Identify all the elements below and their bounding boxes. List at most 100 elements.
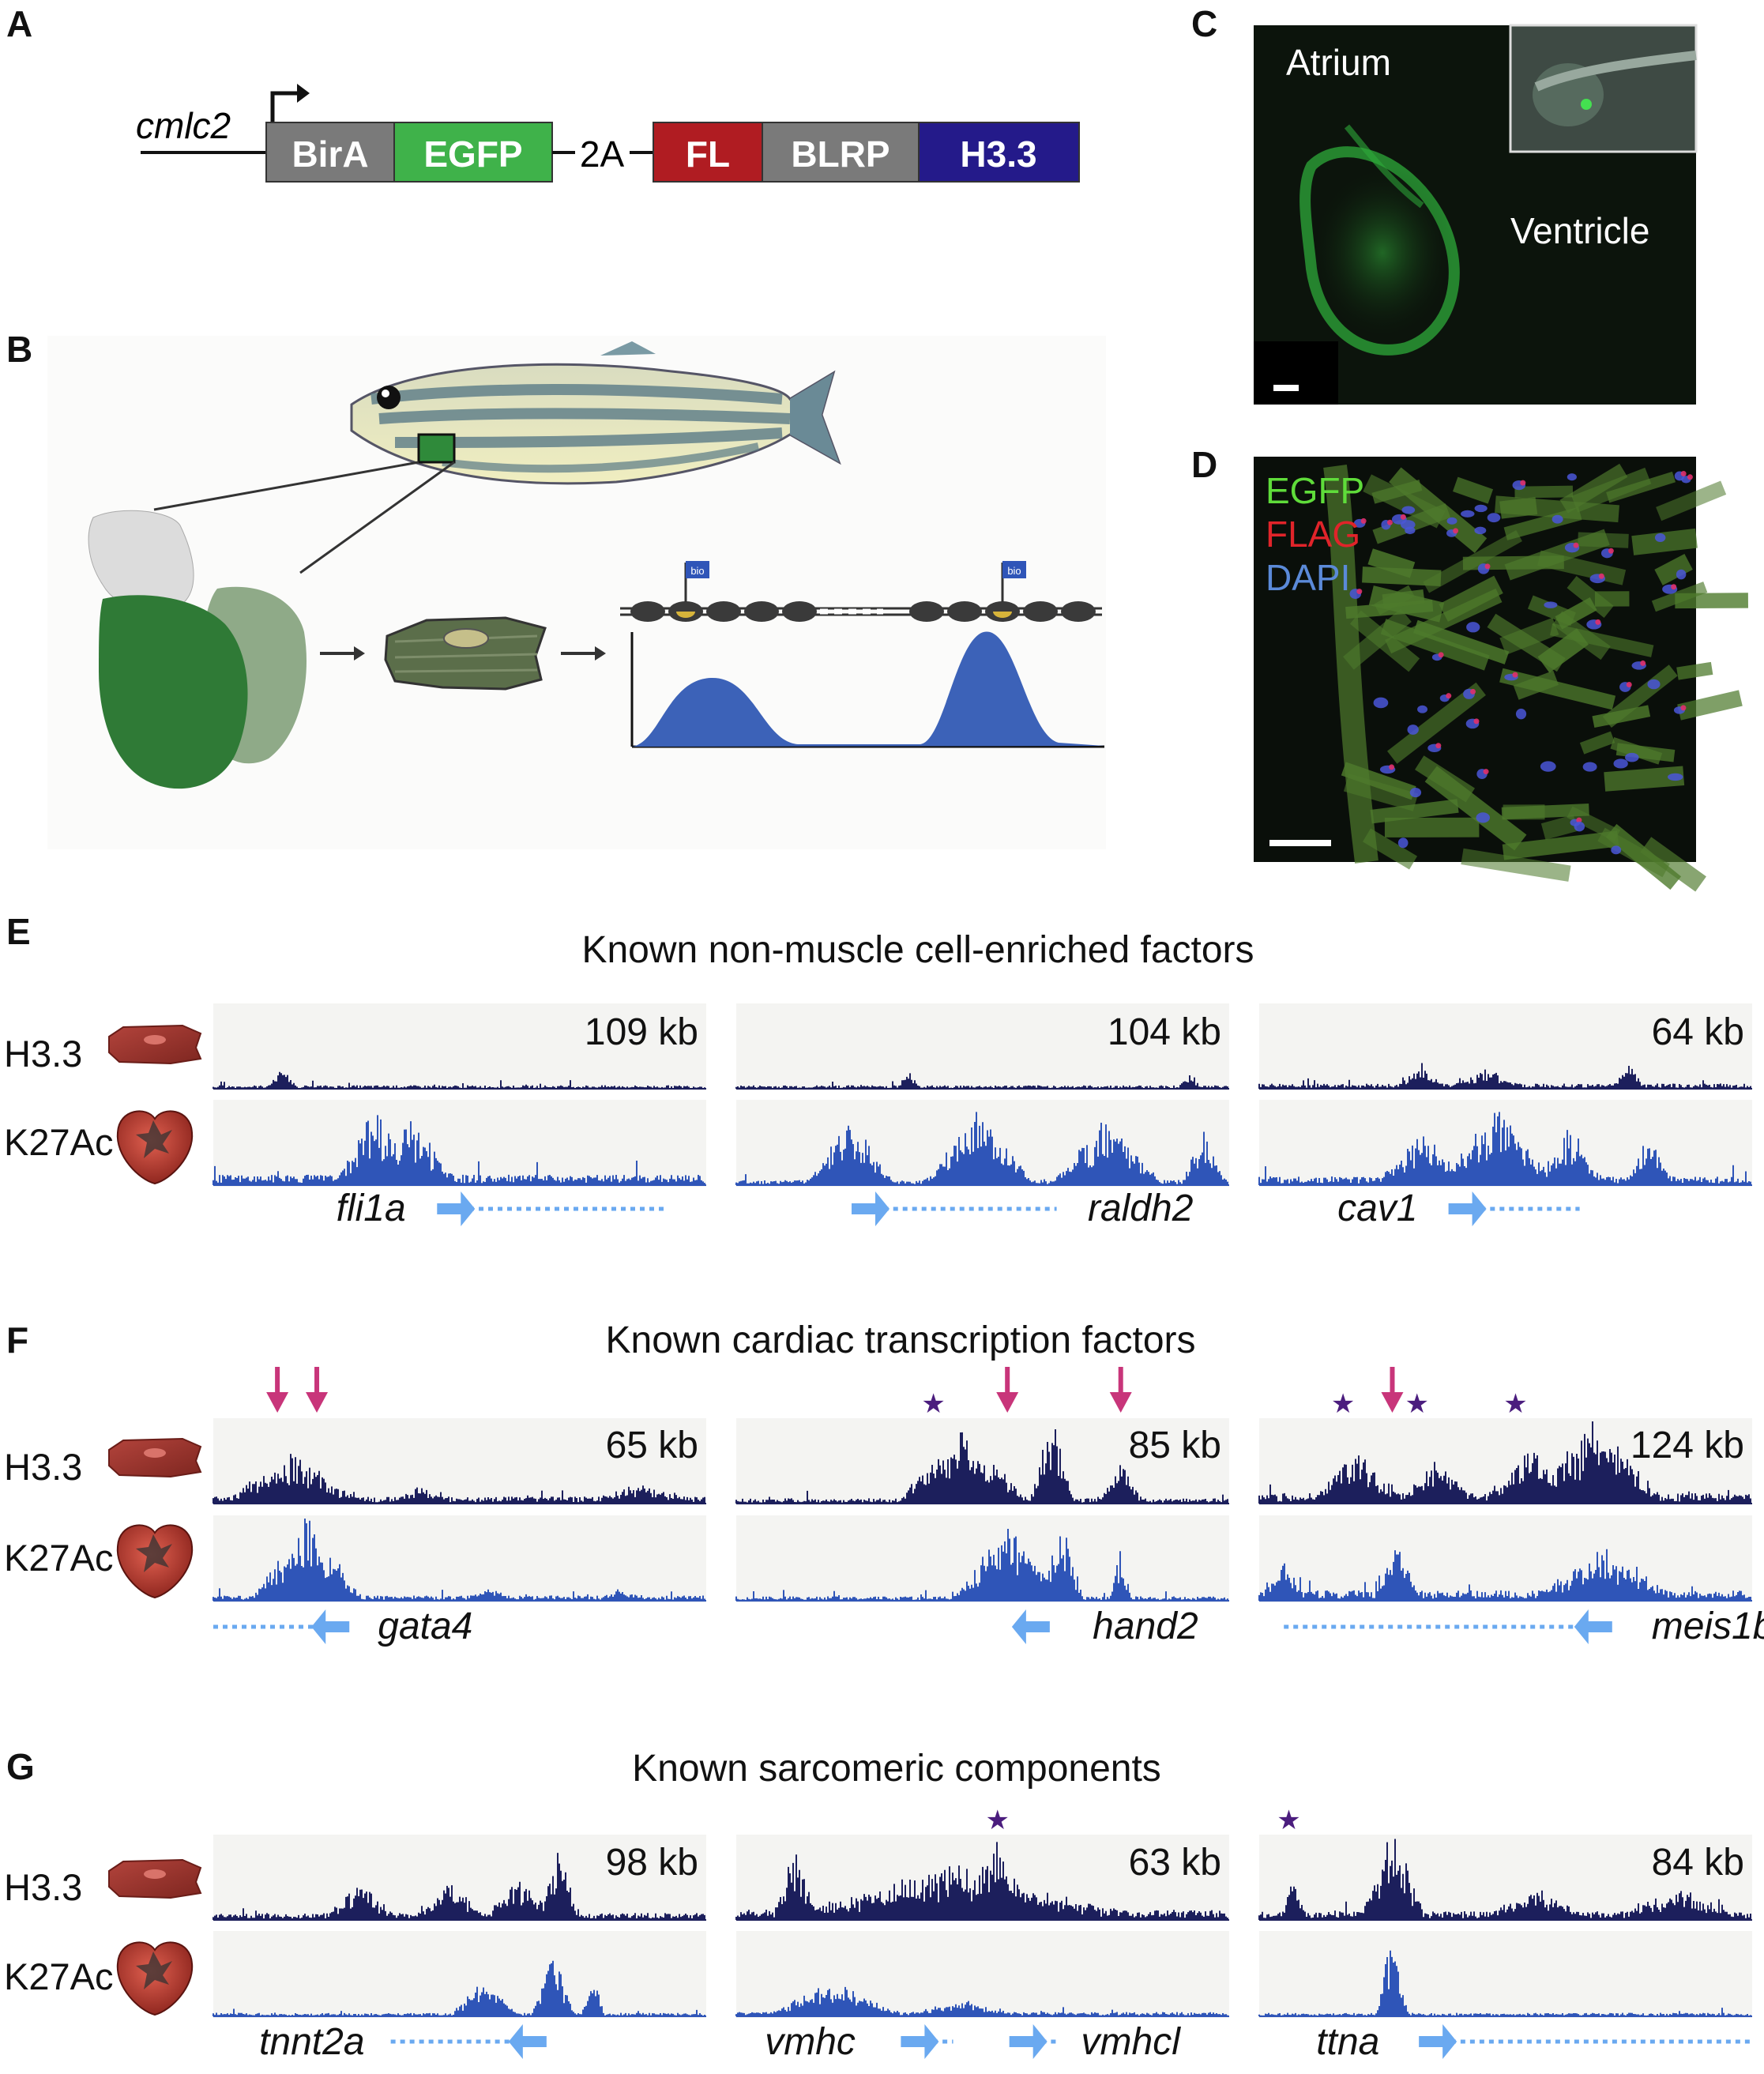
track-background [1259,1931,1752,2018]
bio-flag-label: bio [690,565,704,577]
gene-name-label: tnnt2a [259,2021,364,2063]
promoter-label: cmlc2 [136,105,231,146]
linker-label: 2A [580,134,625,175]
locus-size-label: 85 kb [1129,1425,1221,1466]
signal-bars [1258,1839,1751,1920]
locus-e-3: 64 kb cav1 [1258,1003,1752,1229]
signal-bars [735,1986,1228,2016]
panel-e-title: Known non-muscle cell-enriched factors [581,929,1254,971]
heart-icon [116,1524,194,1599]
signal-bars [213,1454,705,1504]
cardiomyocyte-icon [108,1437,202,1478]
h33-box [918,122,1080,183]
h33-label: H3.3 [960,134,1036,175]
gene-direction-icon [852,1191,890,1226]
nucleosome [1061,601,1096,622]
track-label-h33-f: H3.3 [4,1446,82,1488]
locus-f-2: 85 kb hand2 ★ [735,1367,1229,1647]
locus-size-label: 63 kb [1129,1842,1221,1884]
nucleosome [947,601,982,622]
nucleosome [744,601,779,622]
track-label-h33-g: H3.3 [4,1866,82,1908]
signal-bars [735,1529,1228,1601]
nucleosome [630,601,665,622]
signal-bars [735,1429,1228,1504]
locus-g-1: 98 kb tnnt2a [213,1835,706,2063]
gene-name-label: hand2 [1093,1605,1198,1647]
track-label-h33-e: H3.3 [4,1033,82,1075]
legend-egfp: EGFP [1266,470,1364,511]
heart-tissue-icon [88,510,307,789]
egfp-box [393,122,553,183]
promoter-arrow-icon [270,91,299,122]
locus-size-label: 84 kb [1652,1842,1744,1884]
cardiomyocyte-icon [384,616,547,691]
signal-bars [735,1112,1228,1185]
star-icon: ★ [1405,1389,1428,1419]
cardiomyocyte-icon [108,1024,202,1065]
gene-name-label: vmhc [765,2021,856,2063]
blrp-box [762,122,920,183]
zebrafish-icon [350,341,841,485]
atrium-label: Atrium [1286,42,1391,83]
star-icon: ★ [985,1805,1009,1835]
signal-bars [1258,1421,1751,1504]
panel-g-title: Known sarcomeric components [632,1748,1161,1790]
nucleosome [782,601,817,622]
construct-diagram: cmlc2 BirA EGFP 2A FL BLRP H3.3 [136,84,1080,183]
panel-e-label: E [6,911,31,952]
locus-f-1: 65 kb gata4 [213,1367,706,1647]
locus-g-3: 84 kb ttna ★ [1258,1805,1752,2063]
panel-c-label: C [1191,3,1217,44]
track-label-k27ac-g: K27Ac [4,1955,113,1997]
locus-size-label: 64 kb [1652,1011,1744,1053]
nucleosome [706,601,741,622]
gene-name-label: ttna [1316,2021,1379,2063]
track-label-k27ac-f: K27Ac [4,1537,113,1579]
track-label-k27ac-e: K27Ac [4,1121,113,1163]
signal-bars [213,1519,705,1601]
heart-fluorescence-image: Atrium Ventricle [1254,24,1698,405]
signal-bars [735,1842,1228,1920]
flag-label: FL [686,134,730,175]
signal-bars [1258,1549,1751,1601]
gene-direction-icon [437,1191,476,1226]
star-icon: ★ [921,1389,945,1419]
gene-direction-icon [1011,1609,1050,1644]
locus-size-label: 65 kb [606,1425,698,1466]
gene-name-label: raldh2 [1088,1188,1193,1229]
gene-direction-icon [901,2024,939,2059]
gene-direction-icon [1574,1609,1612,1644]
star-icon: ★ [1277,1805,1300,1835]
gene-name-label: meis1b [1652,1605,1764,1647]
track-background [1259,1515,1752,1602]
star-icon: ★ [1503,1389,1527,1419]
track-background [1259,1003,1752,1090]
signal-bars [1258,1063,1751,1089]
locus-size-label: 109 kb [585,1011,698,1053]
process-arrows [320,646,606,661]
gene-name-label: gata4 [378,1605,472,1647]
locus-size-label: 98 kb [606,1842,698,1884]
flag-box [653,122,763,183]
heart-icon [116,1941,194,2016]
scale-bar [1273,385,1299,391]
signal-bars [213,1960,705,2016]
panel-b-label: B [6,329,32,370]
bio-flag-flag-left [686,561,709,578]
signal-bars [213,1115,705,1185]
gene-name-label: cav1 [1337,1188,1417,1229]
bira-label: BirA [291,134,368,175]
gene-direction-icon [1419,2024,1457,2059]
gene-direction-icon [1009,2024,1047,2059]
star-icon: ★ [1331,1389,1355,1419]
signal-bars [1258,1950,1751,2016]
cardiomyocyte-icon [108,1858,202,1899]
